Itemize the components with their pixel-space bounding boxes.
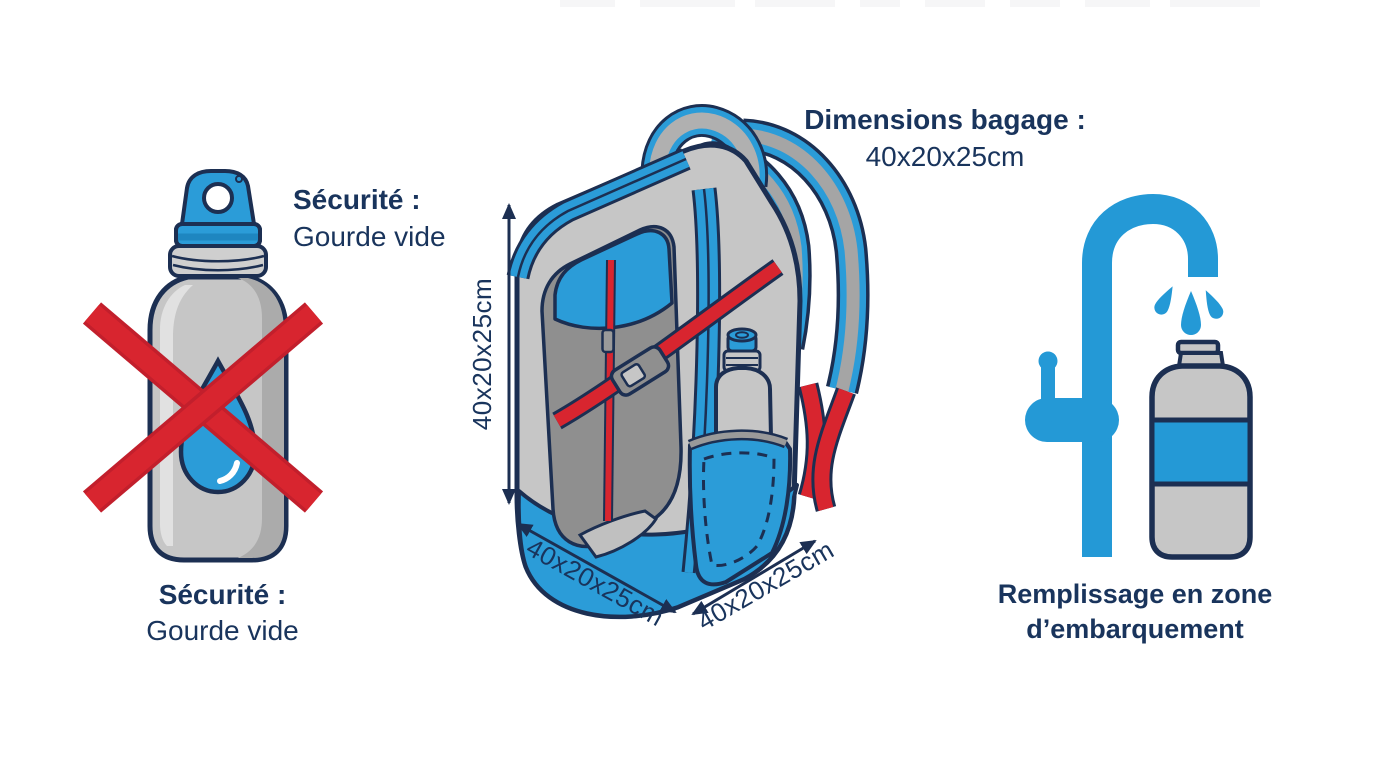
dimensions-value: 40x20x25cm: [865, 141, 1025, 172]
backpack-icon: 40x20x25cm 40x20x25cm 40x20x25cm: [467, 104, 870, 636]
security-caption-subtitle: Gourde vide: [293, 221, 446, 252]
cropped-top-artifact: [860, 0, 900, 7]
dimension-arrows: [502, 203, 817, 616]
height-dimension-label: 40x20x25cm: [467, 278, 497, 430]
refill-caption-line1: Remplissage en zone: [997, 579, 1273, 609]
security-caption-top: Sécurité : Gourde vide: [293, 181, 446, 255]
chest-strap: [552, 259, 784, 430]
red-cross-icon: [82, 302, 324, 513]
refill-caption-line2: d’embarquement: [1026, 614, 1244, 644]
bottle-cap: [174, 169, 262, 248]
water-tap-icon: [1025, 193, 1218, 557]
dimensions-title: Dimensions bagage :: [804, 104, 1086, 135]
cropped-top-artifact: [925, 0, 985, 7]
security-caption-bottom: Sécurité : Gourde vide: [100, 577, 345, 649]
security-caption-title: Sécurité :: [158, 579, 287, 610]
refill-caption: Remplissage en zone d’embarquement: [970, 577, 1300, 647]
cropped-top-artifact: [1010, 0, 1060, 7]
dimensions-header: Dimensions bagage : 40x20x25cm: [775, 101, 1115, 175]
security-caption-title: Sécurité :: [293, 184, 421, 215]
security-caption-subtitle: Gourde vide: [146, 615, 299, 646]
strap-buckle: [609, 345, 671, 397]
depth-arrow: [691, 539, 817, 616]
refill-bottle-icon: [1149, 339, 1253, 560]
crossed-water-bottle-icon: [82, 169, 324, 563]
cropped-top-artifact: [1085, 0, 1150, 7]
bottle-neck: [168, 244, 268, 278]
tap-filling-bottle-icon: [1025, 193, 1253, 560]
cap-hole: [202, 182, 234, 214]
cropped-top-artifact: [1170, 0, 1260, 7]
cropped-top-artifact: [755, 0, 835, 7]
water-drops-icon: [1154, 286, 1224, 335]
bottle-water-level: [1149, 417, 1253, 487]
cropped-top-artifact: [640, 0, 735, 7]
cropped-top-artifact: [560, 0, 615, 7]
width-arrow: [516, 522, 677, 614]
strap-end: [797, 382, 856, 512]
